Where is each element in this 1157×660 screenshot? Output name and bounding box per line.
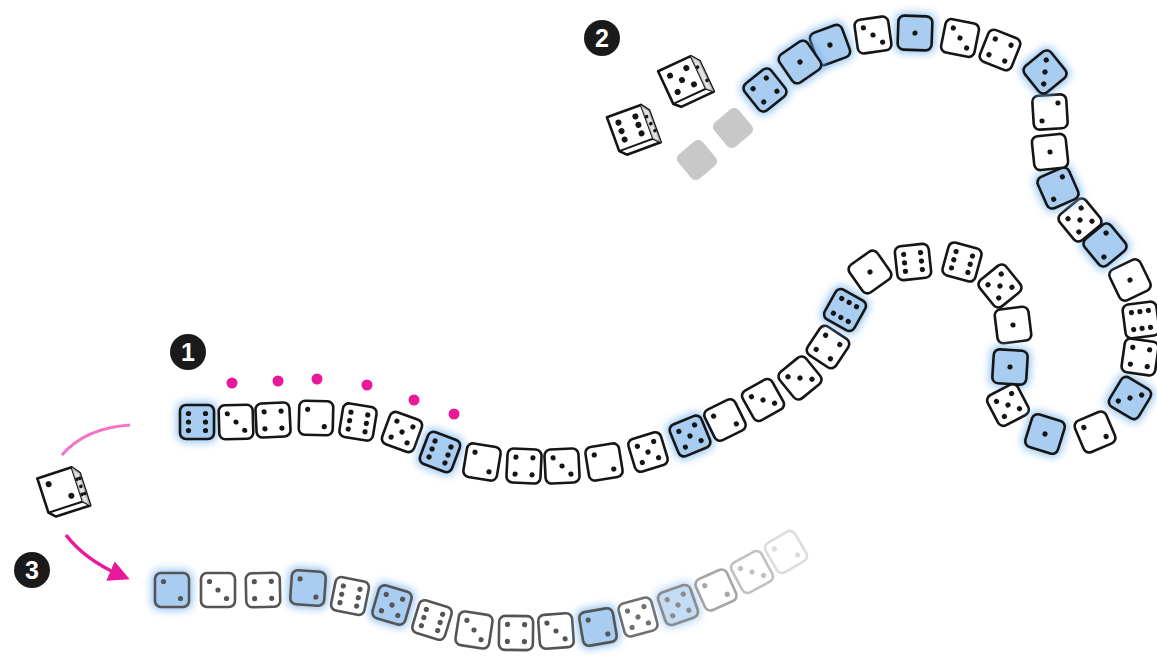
die (462, 442, 501, 481)
die (538, 613, 574, 649)
die (1107, 257, 1152, 302)
die (584, 442, 623, 481)
die (1032, 94, 1068, 130)
die (575, 604, 621, 650)
die (506, 448, 542, 484)
die (338, 402, 377, 441)
die (1122, 301, 1157, 339)
die (1121, 338, 1157, 376)
die (299, 401, 334, 436)
rolled-die (658, 53, 714, 109)
die (976, 262, 1024, 310)
callout-number: 3 (14, 552, 50, 588)
empty-slots (674, 105, 755, 182)
dice-chain (177, 12, 1157, 484)
die (1103, 371, 1157, 426)
die (894, 243, 931, 280)
die (617, 596, 659, 638)
die (219, 405, 254, 440)
die (740, 377, 786, 423)
die (940, 18, 980, 58)
new-dice-chain (152, 529, 809, 650)
die (702, 397, 748, 443)
die (455, 611, 494, 650)
die (694, 568, 739, 613)
die (330, 576, 370, 616)
die (627, 431, 669, 473)
die (177, 402, 217, 442)
die (1017, 44, 1073, 100)
die (1031, 133, 1068, 170)
rolled-die (607, 103, 661, 157)
die (737, 62, 793, 118)
die (414, 426, 465, 477)
die (255, 402, 291, 438)
die (894, 12, 935, 53)
die (1073, 410, 1118, 455)
die (287, 567, 330, 610)
die (985, 382, 1031, 428)
marker-dots (227, 374, 460, 420)
die (941, 241, 983, 283)
callout-number: 1 (170, 334, 206, 370)
die (367, 580, 417, 630)
die (411, 599, 453, 641)
die (854, 16, 892, 54)
die (544, 448, 580, 484)
die (978, 28, 1022, 72)
die (152, 570, 192, 610)
die (763, 529, 810, 576)
die (246, 573, 281, 608)
die (994, 306, 1032, 344)
die (380, 410, 424, 454)
die (846, 248, 893, 295)
die (499, 616, 533, 650)
rolled-die (37, 465, 90, 518)
die (1020, 409, 1070, 459)
die (201, 573, 235, 607)
callout-number: 2 (584, 20, 620, 56)
die (989, 346, 1031, 388)
